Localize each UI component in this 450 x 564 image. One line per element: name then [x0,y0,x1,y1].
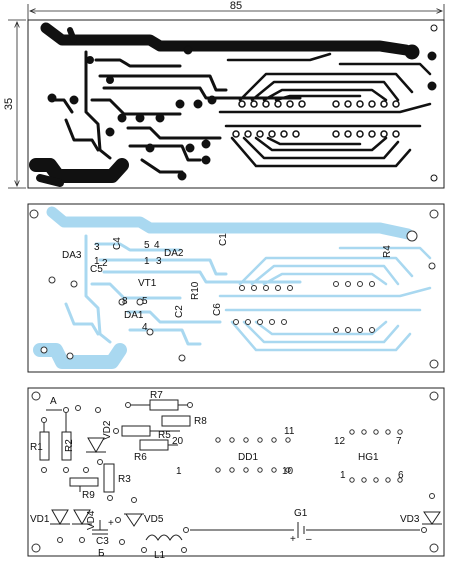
label-pin1: 1 [176,466,182,477]
label-r9: R9 [82,490,95,501]
dimension-width: 85 [230,0,242,12]
label-r5: R5 [158,430,171,441]
label-pin5: 5 [144,240,150,251]
label-dd1: DD1 [238,452,258,463]
label-vd5: VD5 [144,514,164,525]
label-da1: DA1 [124,310,144,321]
label-c4: C4 [112,237,123,250]
label-vd4: VD4 [86,510,97,530]
label-pin3b: 3 [156,256,162,267]
label-pin5b: 5 [142,296,148,307]
label-c6: C6 [212,303,223,316]
label-r7: R7 [150,390,163,401]
label-pin1: 1 [144,256,150,267]
label-r3: R3 [118,474,131,485]
label-b: Б [98,548,105,559]
label-plus-c3: + [108,518,114,529]
label-c5: C5 [90,264,103,275]
label-pin6: 6 [398,470,404,481]
label-pin11: 11 [284,426,295,437]
label-l1: L1 [154,550,166,561]
pcb-overlay-view: DA3 C4 5 4 DA2 C1 3 1 2 C5 1 3 VT1 R10 R… [27,203,445,373]
label-pin12: 12 [334,436,346,447]
label-c1: C1 [218,233,229,246]
label-vd2: VD2 [102,420,113,440]
label-c3: C3 [96,536,109,547]
dimension-lines [8,4,445,189]
label-vd3: VD3 [400,514,420,525]
label-r2: R2 [64,439,75,452]
label-pin4: 4 [154,240,160,251]
label-da3: DA3 [62,250,82,261]
dimension-height: 35 [3,98,15,110]
label-r6: R6 [134,452,147,463]
label-minus: – [306,534,312,545]
label-vt1: VT1 [138,278,157,289]
label-vd1: VD1 [30,514,50,525]
pcb-component-view: A R7 R8 R5 R1 R2 VD2 R6 20 11 12 7 DD1 H… [27,387,445,561]
label-r10: R10 [190,281,201,300]
pcb-copper-view [27,19,445,189]
label-pin20: 20 [172,436,184,447]
label-pin10: 10 [282,466,294,477]
label-a: A [50,396,57,407]
label-hg1: HG1 [358,452,379,463]
label-pin8: 8 [122,296,128,307]
label-pin1b: 1 [94,256,100,267]
label-pin2: 2 [102,258,108,269]
label-g1: G1 [294,508,308,519]
label-c2: C2 [174,305,185,318]
label-pin4b: 4 [142,322,148,333]
label-r1: R1 [30,442,43,453]
label-da2: DA2 [164,248,184,259]
label-plus: + [290,534,296,545]
label-pin7: 7 [396,436,402,447]
label-pin3: 3 [94,242,100,253]
label-pin1b: 1 [340,470,346,481]
label-r8: R8 [194,416,207,427]
label-r4: R4 [382,245,393,258]
